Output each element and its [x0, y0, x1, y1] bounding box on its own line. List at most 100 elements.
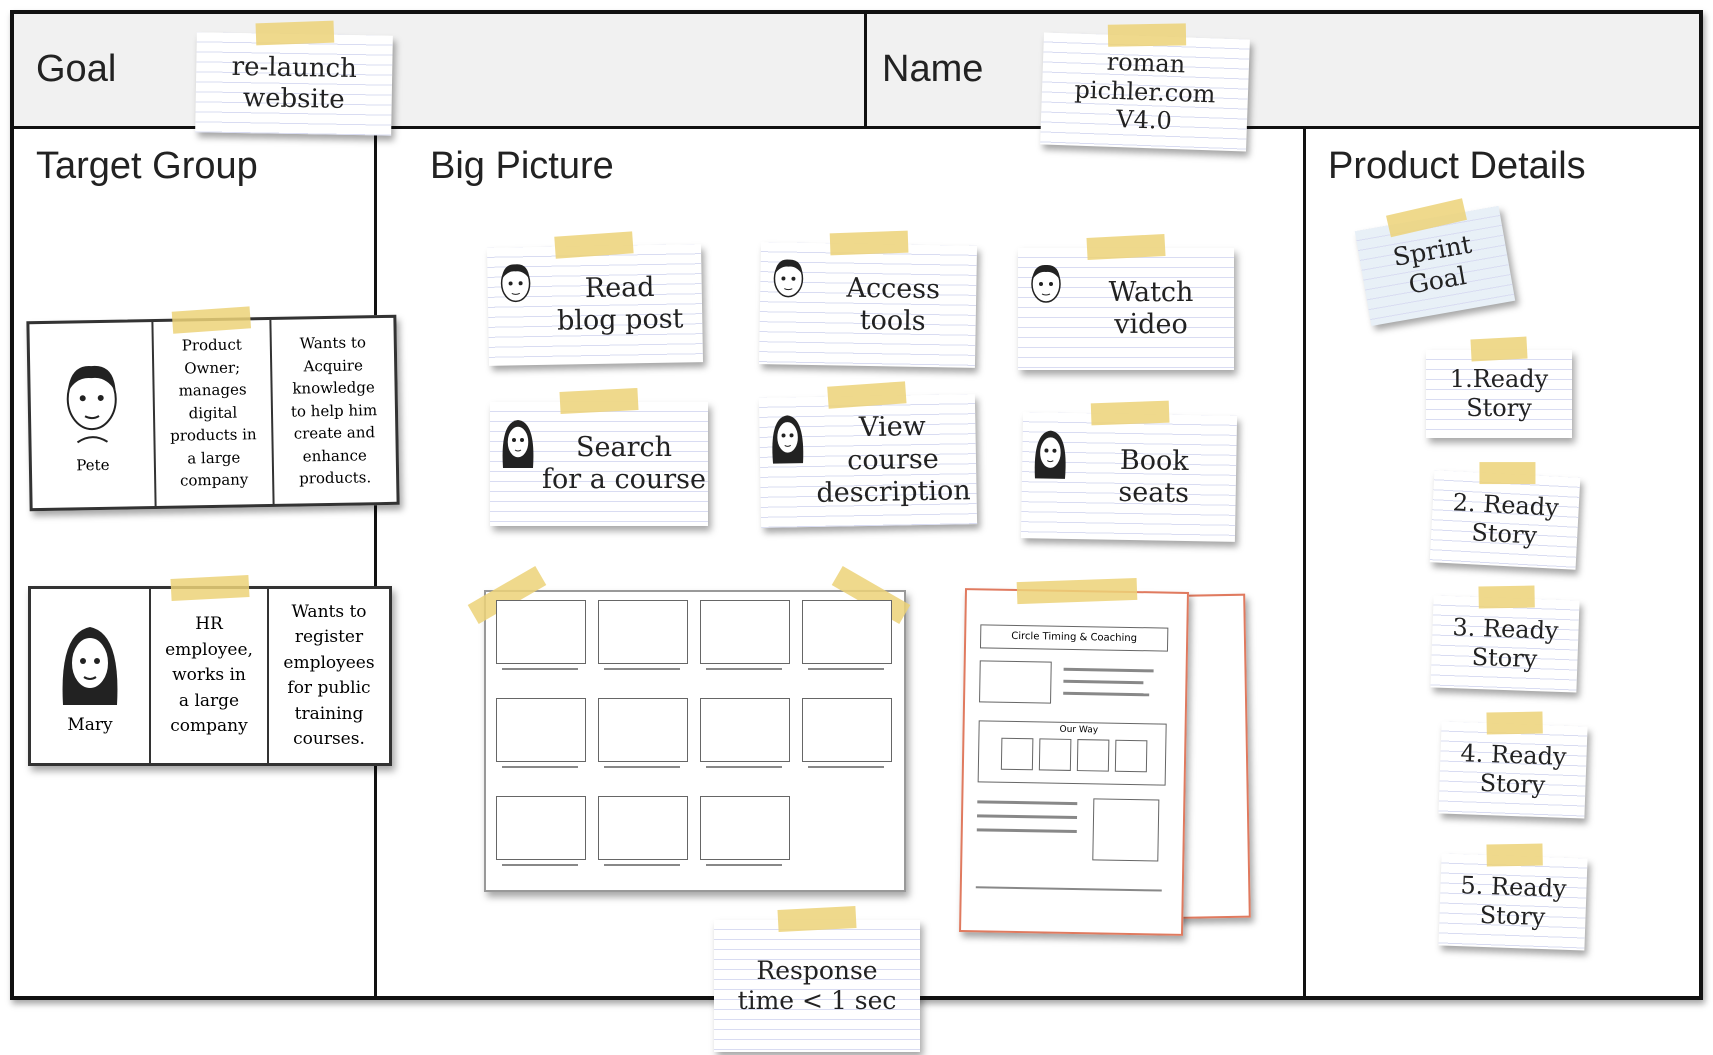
epic-card-text: Watch video	[1108, 276, 1194, 340]
big-picture-label: Big Picture	[430, 145, 614, 187]
male-face-icon	[768, 252, 809, 317]
ready-story-text: 5. Ready Story	[1460, 871, 1567, 932]
ready-story-text: 1.Ready Story	[1449, 365, 1549, 422]
female-face-icon	[1030, 422, 1071, 487]
tape	[1470, 336, 1528, 362]
ready-story-card: 2. Ready Story	[1429, 462, 1581, 570]
storyboard-caption	[604, 766, 680, 768]
mockup-line	[1063, 667, 1154, 673]
tape	[1086, 233, 1166, 261]
ready-story-text: 2. Ready Story	[1452, 488, 1560, 550]
mockup-footer-line	[975, 886, 1162, 892]
mockup-thumb[interactable]	[1038, 738, 1072, 771]
female-face-icon	[62, 627, 118, 706]
mockup-form	[1092, 798, 1160, 862]
mockup-line	[1063, 679, 1144, 685]
tape	[827, 381, 907, 409]
tape	[1090, 400, 1170, 426]
storyboard-frame	[700, 796, 790, 860]
epic-card: View course description	[758, 381, 978, 528]
mockup-title: Circle Timing & Coaching	[979, 624, 1169, 652]
ready-story-card: 1.Ready Story	[1426, 336, 1572, 438]
target-group-divider	[374, 126, 377, 1000]
storyboard-frame	[802, 600, 892, 664]
mockup-thumb[interactable]	[1076, 739, 1110, 772]
mockup-image	[979, 660, 1052, 704]
storyboard-caption	[502, 766, 578, 768]
storyboard-frame	[598, 600, 688, 664]
storyboard-frame	[700, 600, 790, 664]
mockup-carousel: Our Way	[977, 720, 1167, 786]
epic-card: Watch video	[1018, 233, 1234, 370]
female-face-icon	[498, 412, 538, 476]
storyboard-caption	[604, 668, 680, 670]
storyboard-frame	[496, 796, 586, 860]
tape	[1107, 23, 1187, 47]
header-divider	[864, 14, 867, 126]
mockup-line	[977, 800, 1078, 806]
tape	[170, 574, 250, 602]
persona-need: Wants to Acquire knowledge to help him c…	[290, 333, 378, 488]
tape	[1016, 577, 1138, 605]
goal-card-text: re-launch website	[231, 51, 358, 115]
ready-story-text: 3. Ready Story	[1452, 613, 1559, 674]
mockup-line	[976, 828, 1077, 834]
tape	[1486, 711, 1543, 735]
persona-portrait: Pete	[29, 322, 157, 509]
epic-card-text: View course description	[816, 411, 971, 510]
storyboard-caption	[706, 668, 782, 670]
page-mockup: Circle Timing & Coaching Our Way	[959, 577, 1189, 936]
storyboard-caption	[502, 668, 578, 670]
name-card-text: roman pichler.com V4.0	[1074, 47, 1216, 136]
persona-portrait: Mary	[31, 589, 151, 763]
target-group-label: Target Group	[36, 145, 258, 187]
storyboard-caption	[706, 864, 782, 866]
goal-card: re-launch website	[195, 20, 393, 136]
constraint-card-text: Response time < 1 sec	[737, 956, 897, 1015]
tape	[554, 231, 634, 259]
name-card: roman pichler.com V4.0	[1040, 23, 1250, 152]
storyboard-frame	[496, 600, 586, 664]
ready-story-text: 4. Ready Story	[1460, 739, 1567, 800]
tape	[829, 230, 909, 256]
name-label: Name	[882, 48, 984, 90]
male-face-icon	[66, 365, 117, 443]
tape	[1486, 843, 1543, 867]
constraint-card: Response time < 1 sec	[714, 905, 920, 1052]
storyboard-caption	[604, 864, 680, 866]
persona-card-pete: Pete Product Owner; manages digital prod…	[26, 306, 400, 512]
epic-card: Book seats	[1020, 400, 1238, 542]
product-details-label: Product Details	[1328, 145, 1586, 187]
persona-name: Pete	[76, 455, 110, 475]
goal-label: Goal	[36, 48, 117, 90]
mockup-thumb[interactable]	[1114, 739, 1148, 773]
mockup-thumb[interactable]	[1000, 737, 1034, 771]
tape	[559, 387, 639, 415]
persona-card-mary: Mary HR employee, works in a large compa…	[28, 574, 392, 766]
persona-role: Product Owner; manages digital products …	[153, 319, 275, 506]
epic-card-text: Access tools	[846, 272, 941, 338]
ready-story-card: 5. Ready Story	[1438, 843, 1588, 951]
storyboard-caption	[502, 864, 578, 866]
ready-story-card: 3. Ready Story	[1430, 585, 1580, 693]
epic-card: Read blog post	[486, 231, 704, 366]
ready-story-card: 4. Ready Story	[1438, 711, 1588, 819]
male-face-icon	[1026, 258, 1066, 322]
persona-name: Mary	[67, 715, 113, 736]
epic-card: Search for a course	[490, 387, 708, 526]
mockup-line	[1063, 691, 1150, 697]
storyboard-sketch	[467, 565, 910, 892]
epic-card-text: Search for a course	[542, 431, 706, 495]
storyboard-frame	[598, 796, 688, 860]
epic-card-text: Book seats	[1118, 444, 1190, 510]
male-face-icon	[495, 257, 536, 322]
persona-need: Wants to register employees for public t…	[283, 601, 375, 750]
storyboard-frame	[802, 698, 892, 762]
tape	[255, 20, 335, 46]
storyboard-caption	[808, 668, 884, 670]
mockup-line	[977, 814, 1078, 820]
tape	[777, 905, 857, 933]
storyboard-frame	[598, 698, 688, 762]
storyboard-frame	[496, 698, 586, 762]
persona-role: HR employee, works in a large company	[151, 589, 269, 763]
